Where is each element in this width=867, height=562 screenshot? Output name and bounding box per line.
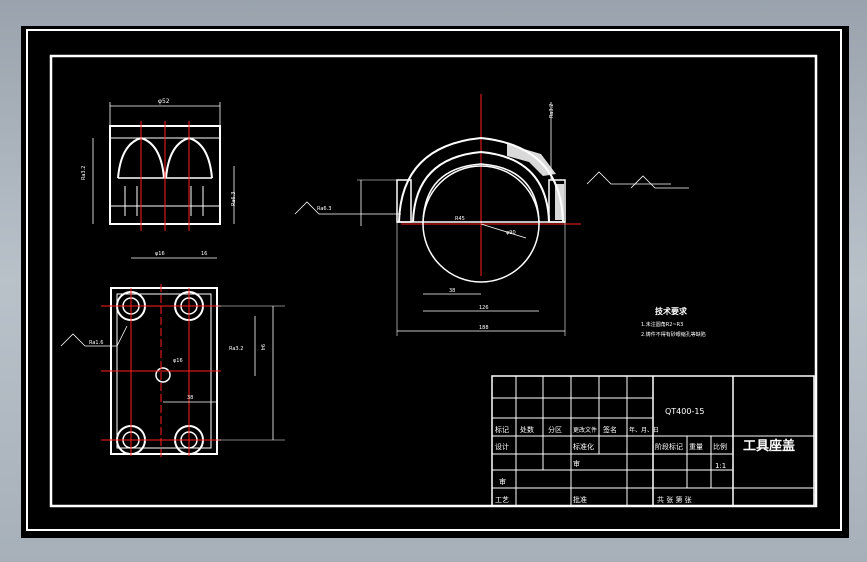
- approve-label: 批准: [573, 495, 587, 504]
- plan-view: φ16 16 94 Ra3.2 38 φ16 Ra1.6: [60, 251, 285, 458]
- dim-bottom-len: 38: [187, 395, 193, 401]
- front-view: φ52 Ra3.2 Ra6.3: [81, 98, 237, 231]
- dim-top-len: φ16: [155, 251, 165, 257]
- rev-header-0: 标记: [495, 425, 509, 434]
- design-label: 设计: [495, 442, 509, 451]
- cad-viewport[interactable]: φ52 Ra3.2 Ra6.3 φ16 16 94 Ra3.2 38: [21, 26, 849, 538]
- inner-frame: [49, 54, 818, 508]
- dim-plan-height: Ra3.2: [229, 346, 243, 352]
- technical-requirements: 技术要求 1.未注圆角R2~R3 2.铸件不得有砂眼缩孔等缺陷: [641, 306, 706, 338]
- check-label: 审: [499, 477, 506, 486]
- process-label: 工艺: [495, 496, 509, 504]
- dim-inner: 126: [479, 305, 489, 311]
- rev-header-5: 年、月、日: [629, 426, 659, 434]
- dim-right-ra: Ra6.3: [231, 192, 237, 206]
- material-label: QT400-15: [665, 407, 705, 416]
- rev-header-4: 签名: [603, 425, 617, 434]
- dim-overall: 188: [479, 325, 489, 331]
- dim-ra-c: Ra3.2: [549, 104, 555, 118]
- tech-req-title: 技术要求: [655, 306, 688, 316]
- dim-dia: φ90: [506, 230, 516, 236]
- rev-header-3: 更改文件: [573, 426, 597, 434]
- section-view: 188 126 38 φ90 R45 Ra3.2 Ra6.3: [294, 94, 689, 336]
- dim-mid-hole: φ16: [173, 358, 183, 364]
- tech-req-line-1: 1.未注圆角R2~R3: [641, 321, 683, 328]
- review-label: 审: [573, 459, 580, 468]
- engineering-drawing: φ52 Ra3.2 Ra6.3 φ16 16 94 Ra3.2 38: [26, 29, 842, 531]
- dim-top-len2: 16: [201, 251, 207, 257]
- dim-plan-side: 94: [259, 344, 265, 350]
- scale-label: 比例: [713, 442, 727, 451]
- title-block: QT400-15 工具座盖 标记 处数 分区 更改文件 签名 年、月、日 设计 …: [491, 375, 815, 507]
- stage-mark-label: 阶段标记: [655, 442, 683, 451]
- weight-label: 重量: [689, 443, 703, 451]
- outer-frame: [26, 29, 842, 531]
- standard-label: 标准化: [573, 442, 594, 451]
- dim-left-ra: Ra3.2: [81, 166, 87, 180]
- dim-ra-a: Ra6.3: [317, 206, 331, 212]
- part-name: 工具座盖: [743, 438, 795, 454]
- sheets-label: 共 张 第 张: [657, 495, 692, 504]
- rev-header-1: 处数: [520, 425, 534, 434]
- rev-header-2: 分区: [548, 425, 562, 434]
- dim-ra-b: Ra1.6: [89, 340, 103, 346]
- dim-r: R45: [455, 216, 465, 222]
- dim-top-width: φ52: [158, 98, 170, 105]
- tech-req-line-2: 2.铸件不得有砂眼缩孔等缺陷: [641, 331, 706, 338]
- dim-small: 38: [449, 288, 455, 294]
- scale-value: 1:1: [715, 462, 726, 470]
